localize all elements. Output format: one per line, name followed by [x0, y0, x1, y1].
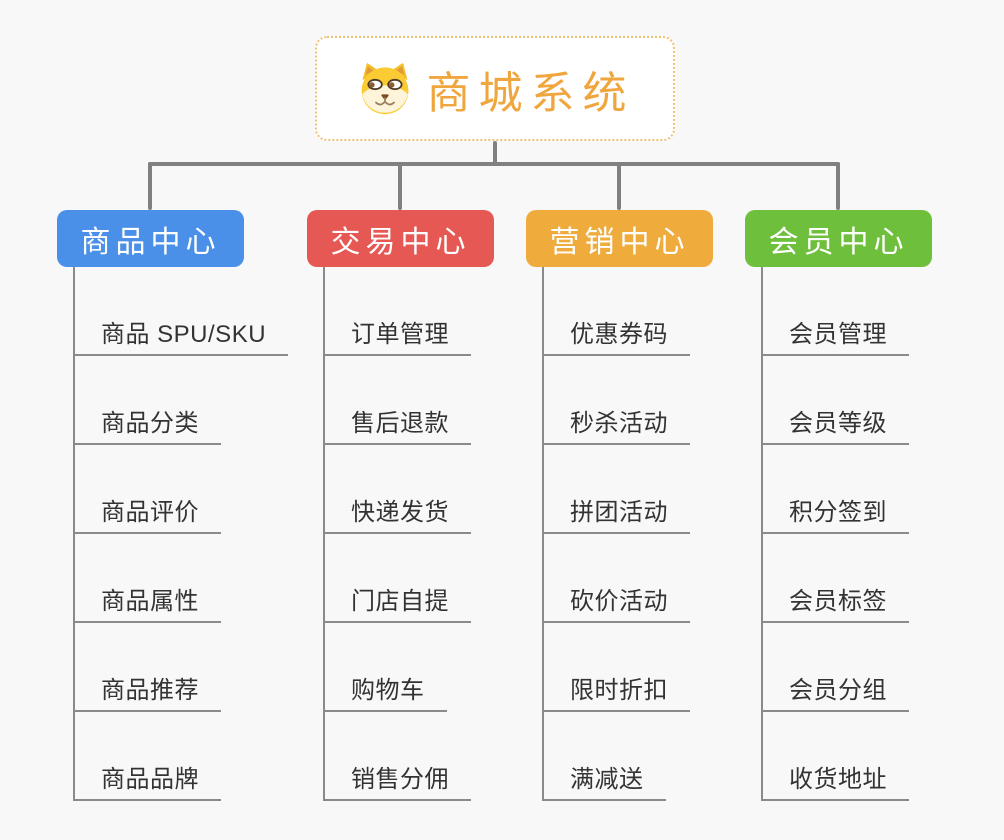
- node-label[interactable]: 商品分类: [75, 403, 221, 445]
- mindmap-node: 优惠券码: [544, 267, 690, 356]
- node-label[interactable]: 门店自提: [325, 581, 471, 623]
- node-label[interactable]: 会员等级: [763, 403, 909, 445]
- node-label[interactable]: 积分签到: [763, 492, 909, 534]
- connector-horizontal-bar: [148, 162, 840, 166]
- root-node[interactable]: 商城系统: [315, 36, 675, 141]
- mindmap-node: 会员标签: [763, 534, 909, 623]
- node-label[interactable]: 商品属性: [75, 581, 221, 623]
- node-label[interactable]: 秒杀活动: [544, 403, 690, 445]
- branch-product-center: 商品中心 商品 SPU/SKU 商品分类 商品评价 商品属性 商品推荐 商品品牌: [57, 210, 289, 801]
- node-label[interactable]: 限时折扣: [544, 670, 690, 712]
- node-label[interactable]: 商品推荐: [75, 670, 221, 712]
- mindmap-node: 售后退款: [325, 356, 471, 445]
- shiba-dog-face-icon: [361, 62, 408, 114]
- branch-header-trade[interactable]: 交易中心: [307, 210, 494, 267]
- mindmap-node: 快递发货: [325, 445, 471, 534]
- branch-trade-center: 交易中心 订单管理 售后退款 快递发货 门店自提 购物车 销售分佣: [307, 210, 494, 801]
- connector-drop-product: [148, 162, 152, 210]
- mindmap-node: 订单管理: [325, 267, 471, 356]
- node-label[interactable]: 售后退款: [325, 403, 471, 445]
- node-label[interactable]: 购物车: [325, 670, 447, 712]
- node-label[interactable]: 商品评价: [75, 492, 221, 534]
- connector-drop-marketing: [617, 162, 621, 210]
- mindmap-node: 秒杀活动: [544, 356, 690, 445]
- mindmap-node: 商品 SPU/SKU: [75, 267, 289, 356]
- node-label[interactable]: 会员管理: [763, 314, 909, 356]
- mindmap-node: 会员等级: [763, 356, 909, 445]
- branch-header-product[interactable]: 商品中心: [57, 210, 244, 267]
- connector-root-stub: [493, 141, 497, 165]
- connector-drop-trade: [398, 162, 402, 210]
- mindmap-node: 收货地址: [763, 712, 909, 801]
- node-label[interactable]: 商品品牌: [75, 759, 221, 801]
- node-label[interactable]: 会员分组: [763, 670, 909, 712]
- mindmap-node: 限时折扣: [544, 623, 690, 712]
- node-label[interactable]: 商品 SPU/SKU: [75, 314, 289, 356]
- connector-drop-member: [836, 162, 840, 210]
- node-label[interactable]: 销售分佣: [325, 759, 471, 801]
- mindmap-node: 商品评价: [75, 445, 288, 534]
- branch-items-member: 会员管理 会员等级 积分签到 会员标签 会员分组 收货地址: [761, 267, 909, 801]
- mindmap-node: 商品品牌: [75, 712, 288, 801]
- branch-member-center: 会员中心 会员管理 会员等级 积分签到 会员标签 会员分组 收货地址: [745, 210, 932, 801]
- mindmap-node: 砍价活动: [544, 534, 690, 623]
- mindmap-node: 会员管理: [763, 267, 909, 356]
- mindmap-node: 拼团活动: [544, 445, 690, 534]
- branch-header-member[interactable]: 会员中心: [745, 210, 932, 267]
- root-title: 商城系统: [426, 68, 635, 118]
- mindmap-node: 购物车: [325, 623, 471, 712]
- node-label[interactable]: 拼团活动: [544, 492, 690, 534]
- node-label[interactable]: 收货地址: [763, 759, 909, 801]
- node-label[interactable]: 快递发货: [325, 492, 471, 534]
- node-label[interactable]: 砍价活动: [544, 581, 690, 623]
- node-label[interactable]: 优惠券码: [544, 314, 690, 356]
- branch-items-trade: 订单管理 售后退款 快递发货 门店自提 购物车 销售分佣: [323, 267, 471, 801]
- mindmap-node: 销售分佣: [325, 712, 471, 801]
- mindmap-node: 会员分组: [763, 623, 909, 712]
- mindmap-node: 商品分类: [75, 356, 288, 445]
- branch-header-marketing[interactable]: 营销中心: [526, 210, 713, 267]
- node-label[interactable]: 满减送: [544, 759, 666, 801]
- mindmap-node: 积分签到: [763, 445, 909, 534]
- branch-items-marketing: 优惠券码 秒杀活动 拼团活动 砍价活动 限时折扣 满减送: [542, 267, 690, 801]
- mindmap-node: 满减送: [544, 712, 690, 801]
- mindmap-node: 门店自提: [325, 534, 471, 623]
- branch-items-product: 商品 SPU/SKU 商品分类 商品评价 商品属性 商品推荐 商品品牌: [73, 267, 289, 801]
- node-label[interactable]: 订单管理: [325, 314, 471, 356]
- mindmap-node: 商品属性: [75, 534, 288, 623]
- node-label[interactable]: 会员标签: [763, 581, 909, 623]
- mindmap-node: 商品推荐: [75, 623, 288, 712]
- branch-marketing-center: 营销中心 优惠券码 秒杀活动 拼团活动 砍价活动 限时折扣 满减送: [526, 210, 713, 801]
